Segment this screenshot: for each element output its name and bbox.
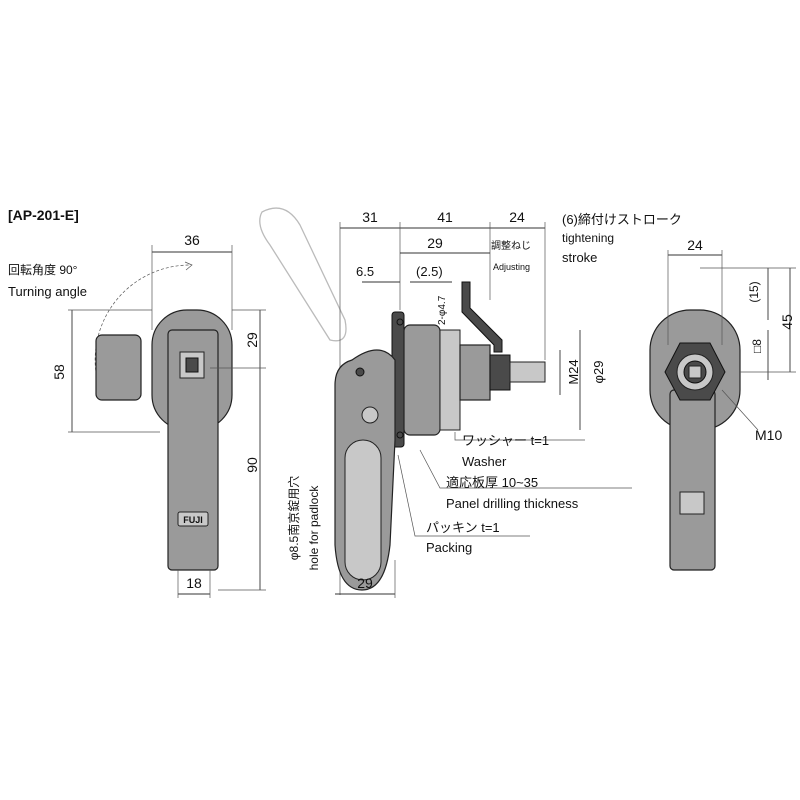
padlock-slot: [344, 439, 382, 581]
packing-leader: [397, 454, 530, 537]
rotation-label-jp: 回転角度 90°: [8, 262, 78, 277]
side-view: 31 41 24 29 調整ねじ Adjusting 6.5 (2.5) 2-φ…: [259, 207, 682, 598]
side-washer: [439, 329, 461, 431]
side-housing: [403, 324, 441, 436]
dim-2-5: (2.5): [416, 264, 443, 279]
ghost-handle: [259, 207, 347, 342]
rear-handle-window: [679, 491, 705, 515]
front-side-lobe: [95, 334, 142, 401]
m10-leader: [721, 389, 759, 431]
rotation-arrow: [184, 261, 193, 271]
washer-leader: [454, 432, 585, 441]
dim-29-bottom: 29: [357, 575, 373, 591]
washer-en: Washer: [462, 454, 507, 469]
panel-jp: 適応板厚 10~35: [446, 475, 538, 490]
front-view: 回転角度 90° Turning angle FUJI 36 58 29 90 …: [8, 232, 266, 598]
packing-en: Packing: [426, 540, 472, 555]
padlock-en: hole for padlock: [307, 485, 321, 571]
dim-6-5: 6.5: [356, 264, 374, 279]
rivet-lower: [396, 431, 404, 439]
rotation-label-en: Turning angle: [8, 284, 87, 299]
dim-15: (15): [747, 281, 761, 302]
front-key-square: [179, 351, 205, 379]
adjust-jp: 調整ねじ: [491, 239, 531, 252]
dim-36: 36: [184, 232, 200, 248]
side-screw: [509, 361, 546, 383]
side-nut: [489, 354, 511, 391]
dim-31: 31: [362, 209, 378, 225]
rear-view: 24 (15) 45 □8 M10: [649, 237, 796, 571]
front-logo: FUJI: [183, 515, 203, 525]
rivet-top: [355, 367, 365, 377]
front-key-hole: [185, 357, 199, 373]
rivet-upper: [396, 318, 404, 326]
model-label: [AP-201-E]: [8, 207, 79, 223]
dim-45: 45: [779, 314, 795, 330]
dim-41: 41: [437, 209, 453, 225]
dim-90: 90: [244, 457, 260, 473]
rear-handle: [669, 389, 716, 571]
dim-18: 18: [186, 575, 202, 591]
washer-jp: ワッシャー t=1: [462, 433, 549, 448]
dim-m24: M24: [566, 359, 581, 384]
side-shaft: [459, 344, 491, 401]
dim-phi-4-7: 2-φ4.7: [437, 295, 448, 325]
panel-en: Panel drilling thickness: [446, 496, 579, 511]
padlock-jp: φ8.5南京錠用穴: [286, 476, 301, 560]
dim-29-side: 29: [427, 235, 443, 251]
rear-square-key: [688, 365, 702, 379]
dim-58: 58: [51, 364, 67, 380]
dim-phi29: φ29: [591, 361, 606, 384]
dim-8: □8: [750, 339, 764, 353]
dim-24-rear: 24: [687, 237, 703, 253]
stroke-en2: stroke: [562, 250, 597, 265]
front-logo-plate: [177, 511, 209, 527]
cam-arm: [461, 281, 503, 353]
front-handle: [167, 329, 219, 571]
stroke-jp: (6)締付けストローク: [562, 212, 682, 227]
adjust-en: Adjusting: [493, 262, 530, 272]
dim-29-front: 29: [244, 332, 260, 348]
padlock-hole: [361, 406, 379, 424]
dim-24-side: 24: [509, 209, 525, 225]
packing-jp: パッキン t=1: [426, 520, 500, 535]
stroke-en1: tightening: [562, 231, 614, 245]
dim-m10: M10: [755, 427, 782, 443]
panel-leader: [419, 449, 632, 489]
